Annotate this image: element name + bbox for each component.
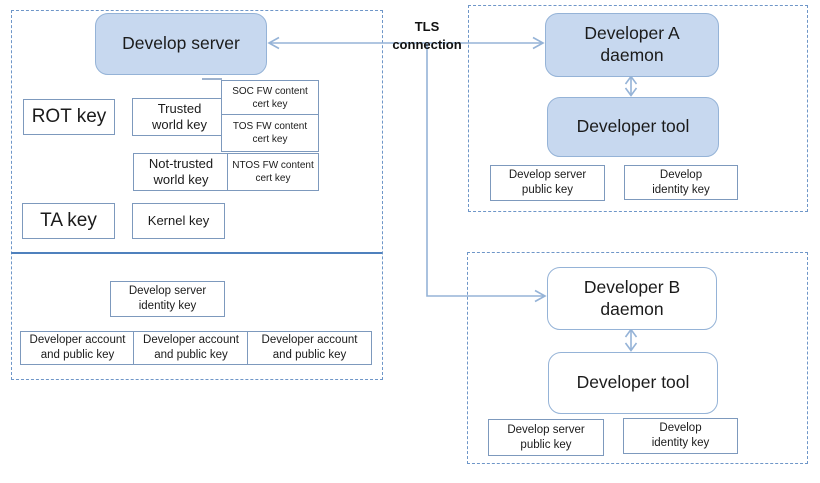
tos-fw-cert-key-box: TOS FW content cert key xyxy=(221,114,319,152)
developer-b-daemon-line2: daemon xyxy=(600,298,664,319)
tos-fw-cert-key-line2: cert key xyxy=(252,134,288,145)
developer-a-identity-key-box: Develop identity key xyxy=(624,165,738,200)
developer-a-server-public-key-line1: Develop server xyxy=(508,169,587,182)
developer-a-daemon-line1: Developer A xyxy=(584,23,680,44)
developer-a-server-public-key-box: Develop server public key xyxy=(490,165,605,201)
developer-b-server-public-key-box: Develop server public key xyxy=(488,419,604,456)
ntos-fw-cert-key-line2: cert key xyxy=(255,173,291,184)
develop-server-identity-key-line1: Develop server xyxy=(128,285,207,298)
developer-a-identity-key-line1: Develop xyxy=(659,168,703,181)
tls-arrow-head-left xyxy=(267,36,280,50)
tls-arrow-head-right xyxy=(532,36,545,50)
ntos-fw-cert-key-box: NTOS FW content cert key xyxy=(227,153,319,191)
tls-branch-line xyxy=(426,43,545,297)
developer-account-box-3: Developer account and public key xyxy=(247,331,372,365)
trusted-world-key-line1: Trusted xyxy=(157,100,202,116)
soc-fw-cert-key-box: SOC FW content cert key xyxy=(221,80,319,115)
developer-b-identity-key-box: Develop identity key xyxy=(623,418,738,454)
developer-b-server-public-key-line2: public key xyxy=(520,438,572,451)
soc-fw-cert-key-line1: SOC FW content xyxy=(232,85,308,97)
developer-account-3-line2: and public key xyxy=(272,349,347,361)
developer-account-3-line1: Developer account xyxy=(261,334,358,347)
ntos-fw-cert-key-line1: NTOS FW content xyxy=(232,160,314,171)
soc-fw-cert-key-line2: cert key xyxy=(252,98,288,110)
tls-connection-label-line2: connection xyxy=(392,36,462,52)
developer-a-tool-box: Developer tool xyxy=(547,97,719,157)
kernel-key-box: Kernel key xyxy=(132,203,225,239)
developer-b-tool-box: Developer tool xyxy=(548,352,718,414)
tos-fw-cert-key-line1: TOS FW content xyxy=(232,121,308,132)
daemon-a-tool-arrow-head-down xyxy=(624,87,638,97)
developer-account-box-2: Developer account and public key xyxy=(133,331,249,365)
developer-b-identity-key-line1: Develop xyxy=(659,422,702,435)
trusted-world-key-box: Trusted world key xyxy=(132,98,227,136)
developer-account-2-line2: and public key xyxy=(154,349,228,361)
developer-a-identity-key-line2: identity key xyxy=(652,183,710,196)
trusted-world-key-line2: world key xyxy=(152,117,207,132)
developer-account-1-line1: Developer account xyxy=(29,334,126,347)
develop-server-identity-key-line2: identity key xyxy=(138,300,197,312)
develop-server-box: Develop server xyxy=(95,13,267,75)
ta-key-box: TA key xyxy=(22,203,115,239)
developer-a-daemon-line2: daemon xyxy=(600,45,664,65)
developer-a-daemon-box: Developer A daemon xyxy=(545,13,719,77)
not-trusted-world-key-line1: Not-trusted xyxy=(148,155,214,171)
server-panel-divider xyxy=(11,252,382,254)
not-trusted-world-key-line2: world key xyxy=(153,172,209,187)
developer-b-daemon-box: Developer B daemon xyxy=(547,267,717,330)
developer-b-panel xyxy=(467,252,808,464)
developer-a-server-public-key-line2: public key xyxy=(521,184,574,196)
developer-account-box-1: Developer account and public key xyxy=(20,331,135,365)
tls-branch-arrow-head xyxy=(534,289,547,303)
develop-server-identity-key-box: Develop server identity key xyxy=(110,281,225,317)
develop-server-panel xyxy=(11,10,383,380)
daemon-b-tool-arrow-head-down xyxy=(624,342,638,352)
developer-b-daemon-line1: Developer B xyxy=(583,276,681,297)
developer-b-server-public-key-line1: Develop server xyxy=(507,423,585,436)
tls-connection-label-line1: TLS xyxy=(414,19,440,34)
rot-key-box: ROT key xyxy=(23,99,115,135)
developer-b-identity-key-line2: identity key xyxy=(651,437,710,449)
not-trusted-world-key-box: Not-trusted world key xyxy=(133,153,229,191)
tls-connection-label: TLS connection xyxy=(385,18,469,53)
developer-account-1-line2: and public key xyxy=(40,349,115,361)
developer-account-2-line1: Developer account xyxy=(143,334,239,347)
developer-a-panel xyxy=(468,5,808,212)
